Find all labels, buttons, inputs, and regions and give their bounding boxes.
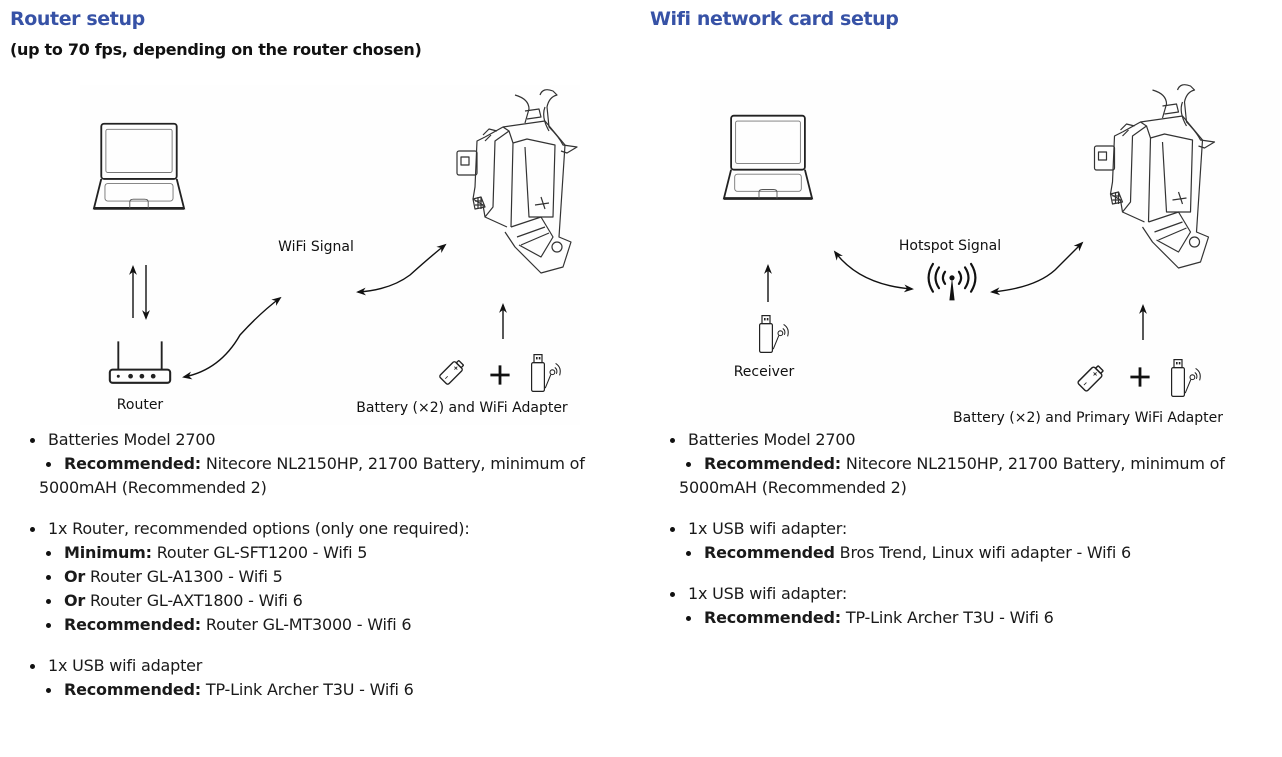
- plus-icon: [1129, 365, 1151, 389]
- usb-receiver-icon: [758, 314, 789, 354]
- list-item: Batteries Model 2700 Recommended: Niteco…: [648, 428, 1278, 500]
- wifi-card-setup-requirements: Batteries Model 2700 Recommended: Niteco…: [648, 428, 1278, 647]
- section-title: Wifi network card setup: [650, 8, 899, 30]
- list-item-title: 1x USB wifi adapter: [8, 654, 638, 678]
- router-setup-diagram: Router WiFi Signal Battery (×2) and WiFi…: [80, 85, 580, 425]
- list-item: 1x USB wifi adapter: Recommended: TP-Lin…: [648, 582, 1278, 630]
- list-item: 1x Router, recommended options (only one…: [8, 517, 638, 637]
- battery-adapter-label: Battery (×2) and Primary WiFi Adapter: [953, 410, 1223, 426]
- receiver-label: Receiver: [734, 364, 795, 380]
- list-item-title: Batteries Model 2700: [8, 428, 638, 452]
- battery-icon: [438, 357, 467, 386]
- list-item-title: 1x USB wifi adapter:: [648, 517, 1278, 541]
- usb-wifi-adapter-icon: [1170, 358, 1201, 398]
- laptop-icon: [92, 122, 186, 210]
- list-item: 1x USB wifi adapter Recommended: TP-Link…: [8, 654, 638, 702]
- battery-adapter-label: Battery (×2) and WiFi Adapter: [356, 400, 568, 416]
- hotspot-signal-label: Hotspot Signal: [899, 238, 1001, 254]
- router-signal-arrow: [182, 296, 282, 380]
- router-label: Router: [117, 397, 164, 413]
- battery-icon: [1076, 363, 1106, 393]
- list-subitem: Recommended: Nitecore NL2150HP, 21700 Ba…: [8, 452, 638, 500]
- list-subitem: Recommended: Router GL-MT3000 - Wifi 6: [8, 613, 638, 637]
- laptop-icon: [722, 114, 814, 200]
- list-subitem: Or Router GL-A1300 - Wifi 5: [8, 565, 638, 589]
- section-subtitle: (up to 70 fps, depending on the router c…: [10, 40, 422, 59]
- hotspot-antenna-icon: [927, 262, 977, 302]
- list-item: 1x USB wifi adapter: Recommended Bros Tr…: [648, 517, 1278, 565]
- plus-icon: [488, 363, 512, 387]
- list-item-title: 1x Router, recommended options (only one…: [8, 517, 638, 541]
- signal-device-arrow: [356, 243, 447, 296]
- wifi-card-setup-diagram: Receiver Hotspot Signal Battery (×2) and…: [700, 80, 1280, 430]
- laptop-hotspot-arrow: [833, 250, 914, 293]
- hotspot-device-arrow: [990, 241, 1084, 296]
- list-subitem: Or Router GL-AXT1800 - Wifi 6: [8, 589, 638, 613]
- list-item-title: Batteries Model 2700: [648, 428, 1278, 452]
- list-item-title: 1x USB wifi adapter:: [648, 582, 1278, 606]
- router-icon: [108, 340, 172, 384]
- section-title: Router setup: [10, 8, 145, 30]
- camera-device-icon: [456, 89, 578, 274]
- list-subitem: Recommended: TP-Link Archer T3U - Wifi 6: [648, 606, 1278, 630]
- camera-device-icon: [1093, 84, 1216, 269]
- laptop-router-arrows: [129, 265, 150, 320]
- wifi-signal-label: WiFi Signal: [278, 239, 354, 255]
- list-subitem: Recommended: Nitecore NL2150HP, 21700 Ba…: [648, 452, 1278, 500]
- list-item: Batteries Model 2700 Recommended: Niteco…: [8, 428, 638, 500]
- list-subitem: Recommended: TP-Link Archer T3U - Wifi 6: [8, 678, 638, 702]
- list-subitem: Recommended Bros Trend, Linux wifi adapt…: [648, 541, 1278, 565]
- router-setup-requirements: Batteries Model 2700 Recommended: Niteco…: [8, 428, 638, 719]
- list-subitem: Minimum: Router GL-SFT1200 - Wifi 5: [8, 541, 638, 565]
- usb-wifi-adapter-icon: [530, 353, 561, 393]
